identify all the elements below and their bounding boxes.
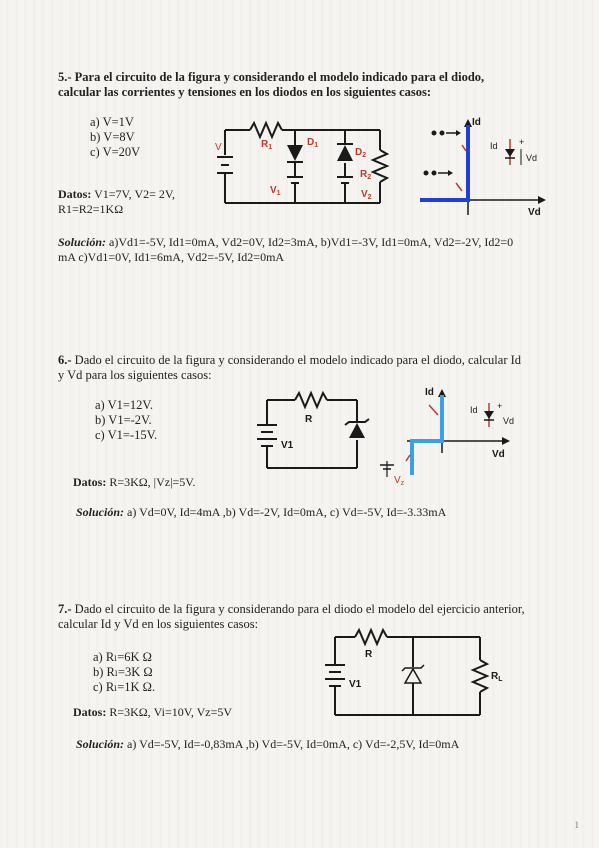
problem-7-datos: Datos: R=3KΩ, Vi=10V, Vz=5V (73, 705, 232, 720)
problem-7-number: 7.- (58, 602, 72, 616)
source-v-label: V (215, 142, 222, 153)
circuit7-rl-label: RL (491, 671, 503, 683)
problem-5-solution-label: Solución: (58, 235, 107, 249)
model5-vd-axis-label: Vd (528, 207, 541, 218)
problem-6-number: 6.- (58, 353, 72, 367)
v2-label: V2 (361, 189, 372, 201)
problem-6-datos: Datos: R=3KΩ, |Vz|=5V. (73, 475, 195, 490)
problem-7-datos-label: Datos: (73, 705, 107, 719)
problem-5-number: 5.- (58, 70, 72, 84)
problem-6-solution: Solución: a) Vd=0V, Id=4mA ,b) Vd=-2V, I… (76, 505, 536, 520)
problem-5-circuit: V R1 D1 D2 R2 V1 V2 (215, 120, 390, 204)
problem-6-case-b: b) V1=-2V. (95, 413, 152, 427)
r2-label: R2 (360, 169, 371, 181)
problem-7-datos-text: R=3KΩ, Vi=10V, Vz=5V (106, 705, 233, 719)
problem-5-text: Para el circuito de la figura y consider… (58, 70, 485, 99)
problem-6-statement: 6.- Dado el circuito de la figura y cons… (58, 353, 528, 383)
model5-diode-icon (505, 149, 515, 157)
problem-6-diode-model: Id Vd Vz Id + Vd (380, 387, 514, 487)
problem-7-solution-text: a) Vd=-5V, Id=-0,83mA ,b) Vd=-5V, Id=0mA… (124, 737, 460, 751)
problem-6-cases: a) V1=12V. b) V1=-2V. c) V1=-15V. (95, 398, 157, 443)
circuit6-v1-label: V1 (281, 440, 294, 451)
problem-6-solution-label: Solución: (76, 505, 125, 519)
model6-plus: + (497, 401, 502, 411)
model6-diode-icon (484, 411, 494, 419)
model6-id-axis-label: Id (425, 387, 434, 398)
zener-diode-7-icon (403, 667, 423, 684)
zener-diode-icon (349, 423, 365, 438)
model6-id-label: Id (470, 405, 478, 415)
problem-7-solution-label: Solución: (76, 737, 125, 751)
problem-6-case-a: a) V1=12V. (95, 398, 153, 412)
problem-5-solution-text: a)Vd1=-5V, Id1=0mA, Vd2=0V, Id2=3mA, b)V… (58, 235, 514, 264)
problem-5-case-a: a) V=1V (90, 115, 134, 129)
r1-label: R1 (261, 139, 272, 151)
problem-7-case-c: c) Rₗ=1K Ω. (93, 680, 156, 694)
d1-label: D1 (307, 137, 318, 149)
diode-d1-icon (287, 145, 303, 161)
problem-6-datos-label: Datos: (73, 475, 107, 489)
problem-6-datos-text: R=3KΩ, |Vz|=5V. (106, 475, 196, 489)
model5-plus: + (519, 137, 524, 147)
problem-5-datos: Datos: V1=7V, V2= 2V, R1=R2=1KΩ (58, 187, 175, 217)
problem-7-text: Dado el circuito de la figura y consider… (58, 602, 525, 631)
problem-6-solution-text: a) Vd=0V, Id=4mA ,b) Vd=-2V, Id=0mA, c) … (124, 505, 447, 519)
problem-5-diode-model: Id Vd Id + Vd (420, 117, 546, 218)
model5-id-label: Id (490, 141, 498, 151)
model6-vd-axis-label: Vd (492, 449, 505, 460)
problem-6-text: Dado el circuito de la figura y consider… (58, 353, 522, 382)
problem-7-case-b: b) Rₗ=3K Ω (93, 665, 153, 679)
model5-vd-label: Vd (526, 153, 537, 163)
problem-6-circuit: R V1 (257, 390, 370, 469)
circuit6-r-label: R (305, 414, 313, 425)
d2-label: D2 (355, 147, 366, 159)
diode-d2-icon (337, 145, 353, 161)
model5-id-axis-label: Id (472, 117, 481, 128)
model6-vd-label: Vd (503, 416, 514, 426)
problem-5-case-c: c) V=20V (90, 145, 141, 159)
problem-7-statement: 7.- Dado el circuito de la figura y cons… (58, 602, 528, 632)
problem-7-circuit: R V1 RL (325, 627, 503, 716)
problem-7-cases: a) Rₗ=6K Ω b) Rₗ=3K Ω c) Rₗ=1K Ω. (93, 650, 155, 695)
model6-vz-label: Vz (394, 475, 405, 487)
problem-5-solution: Solución: a)Vd1=-5V, Id1=0mA, Vd2=0V, Id… (58, 235, 528, 265)
problem-5-cases: a) V=1V b) V=8V c) V=20V (90, 115, 140, 160)
problem-5-datos-line2: R1=R2=1KΩ (58, 202, 124, 216)
v1-label: V1 (270, 185, 281, 197)
problem-5-datos-label: Datos: (58, 187, 92, 201)
problem-7-solution: Solución: a) Vd=-5V, Id=-0,83mA ,b) Vd=-… (76, 737, 536, 752)
problem-5-datos-line1: V1=7V, V2= 2V, (91, 187, 175, 201)
problem-7-case-a: a) Rₗ=6K Ω (93, 650, 152, 664)
circuit7-v1-label: V1 (349, 679, 362, 690)
problem-5-statement: 5.- Para el circuito de la figura y cons… (58, 70, 528, 100)
page-number: 1 (574, 820, 580, 830)
problem-5-case-b: b) V=8V (90, 130, 135, 144)
circuit7-r-label: R (365, 649, 373, 660)
problem-6-case-c: c) V1=-15V. (95, 428, 158, 442)
